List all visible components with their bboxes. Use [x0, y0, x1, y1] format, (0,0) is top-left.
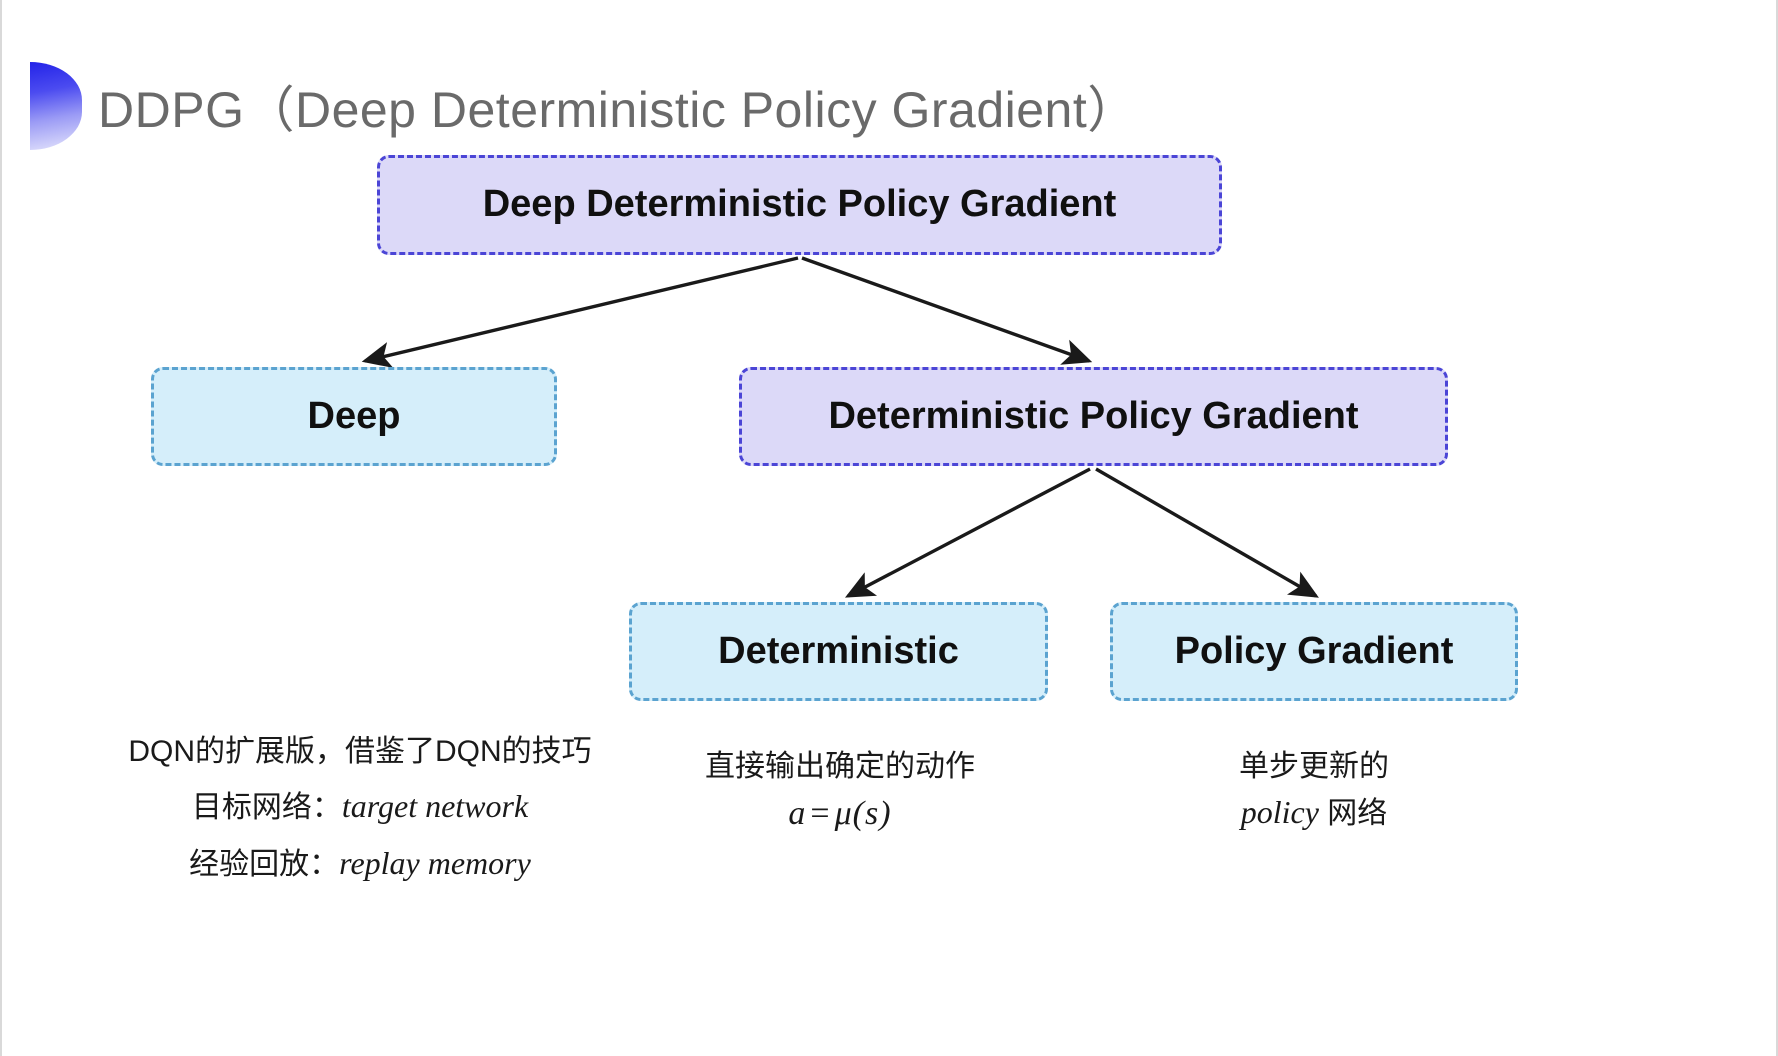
node-label: Deep [307, 394, 401, 437]
edge-root-to-deep [361, 256, 799, 368]
node-label: Deterministic Policy Gradient [828, 394, 1359, 437]
node-label: Policy Gradient [1174, 629, 1454, 672]
node-deterministic-policy-gradient[interactable]: Deterministic Policy Gradient [739, 367, 1448, 466]
caption-policy-gradient-suffix: 网络 [1318, 796, 1388, 830]
caption-deep-line-2-term: target network [341, 788, 529, 825]
node-deterministic[interactable]: Deterministic [629, 602, 1048, 701]
edge-root-to-dpg [801, 256, 1093, 365]
caption-deep: DQN的扩展版，借鉴了DQN的技巧 目标网络：target network 经验… [100, 725, 620, 892]
caption-deterministic-line-1: 直接输出确定的动作 [705, 750, 975, 783]
formula-rhs: μ(s) [834, 794, 892, 832]
caption-deep-line-3-term: replay memory [339, 845, 531, 882]
title-bullet-icon [30, 62, 82, 150]
caption-deep-line-3-label: 经验回放： [189, 848, 340, 882]
node-label: Deterministic [718, 629, 959, 672]
edge-dpg-to-policy-gradient [1095, 467, 1319, 598]
formula-lhs: a [788, 794, 807, 832]
caption-deterministic: 直接输出确定的动作 a=μ(s) [640, 745, 1040, 838]
node-policy-gradient[interactable]: Policy Gradient [1110, 602, 1518, 701]
page-title: DDPG（Deep Deterministic Policy Gradient） [98, 82, 1138, 138]
caption-policy-gradient-line-1: 单步更新的 [1239, 750, 1389, 783]
caption-deep-line-2-label: 目标网络： [191, 791, 342, 825]
edge-dpg-to-deterministic [844, 467, 1091, 598]
slide-right-border [1776, 0, 1778, 1056]
caption-policy-gradient: 单步更新的 policy 网络 [1118, 745, 1510, 835]
node-deep-deterministic-policy-gradient[interactable]: Deep Deterministic Policy Gradient [377, 155, 1222, 255]
formula-operator: = [810, 794, 831, 832]
caption-deterministic-formula: a=μ(s) [640, 789, 1040, 838]
node-deep[interactable]: Deep [151, 367, 557, 466]
caption-policy-gradient-line-2: policy 网络 [1118, 789, 1510, 836]
node-label: Deep Deterministic Policy Gradient [482, 183, 1117, 226]
caption-deep-line-1: DQN的扩展版，借鉴了DQN的技巧 [128, 735, 592, 768]
caption-policy-gradient-term: policy [1240, 793, 1319, 830]
slide-left-border [0, 0, 2, 1056]
caption-deep-line-2: 目标网络：target network [100, 778, 620, 835]
caption-deep-line-3: 经验回放：replay memory [100, 835, 620, 892]
